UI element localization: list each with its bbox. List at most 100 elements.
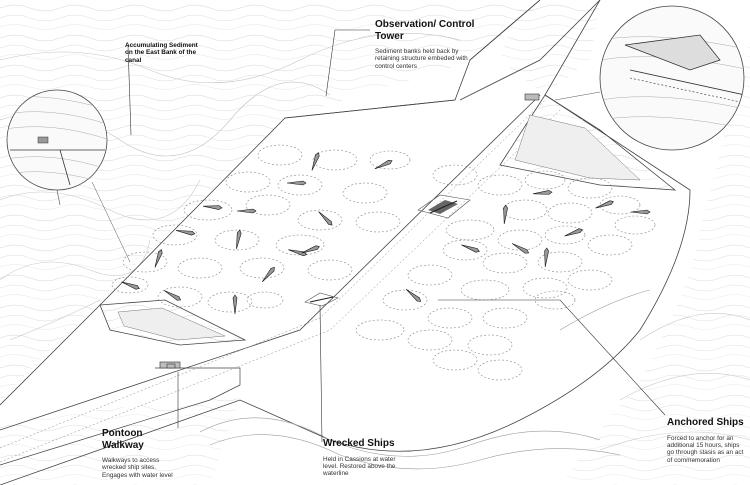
caisson-ring — [275, 234, 325, 256]
ship-icon — [261, 266, 275, 283]
pontoon-title: Pontoon Walkway — [102, 428, 144, 451]
caisson-ring — [442, 239, 488, 261]
caisson-ring — [482, 252, 528, 274]
caisson-ring — [599, 195, 641, 215]
caisson-ring — [369, 150, 411, 170]
caisson-ring — [382, 289, 428, 311]
east-bank-terrain — [500, 0, 750, 485]
ship-icon — [301, 245, 320, 254]
caisson-ring — [277, 174, 323, 196]
sediment-title: Accumulating Sediment on the East Bank o… — [125, 42, 198, 64]
caisson-ring — [547, 202, 593, 224]
caisson-ring — [239, 257, 285, 279]
ship-icon — [121, 281, 140, 290]
caisson-ring — [614, 215, 656, 235]
caisson-ring — [537, 251, 583, 273]
caisson-ring — [245, 194, 291, 216]
caisson-ring — [307, 259, 353, 281]
caisson-ring — [460, 279, 510, 301]
caisson-ring — [342, 182, 388, 204]
caisson-ring — [225, 171, 271, 193]
ship-icon — [309, 296, 334, 303]
ship-icon — [311, 152, 320, 171]
tower-label: Observation/ Control Tower Sediment bank… — [375, 19, 475, 70]
caisson-ring — [427, 307, 473, 329]
leader-lines — [127, 29, 666, 443]
caisson-ring — [183, 199, 233, 221]
caisson-ring — [111, 276, 149, 294]
caisson-ring — [407, 264, 453, 286]
caisson-ring — [567, 269, 613, 291]
caisson-ring — [207, 291, 253, 313]
ship-icon — [236, 208, 257, 214]
caisson-ring — [497, 229, 543, 251]
caisson-rings — [111, 144, 656, 381]
tower-marker — [166, 93, 540, 369]
caisson-ring — [355, 211, 401, 233]
ship-icon — [405, 288, 422, 302]
caisson-ring — [432, 164, 478, 186]
caisson-ring — [477, 174, 523, 196]
wrecked-ship-caisson-north — [417, 194, 471, 219]
ship-icon — [164, 290, 182, 301]
ship-icon — [532, 190, 553, 195]
caisson-ring — [567, 177, 613, 199]
wrecked-description: Held in Cassions at water level. Restore… — [323, 455, 396, 478]
caisson-ring — [312, 149, 358, 171]
caisson-ring — [477, 359, 523, 381]
ship-icon — [286, 180, 307, 186]
caisson-ring — [534, 290, 576, 310]
caisson-ring — [246, 291, 284, 309]
wrecked-label: Wrecked Ships Held in Cassions at water … — [323, 438, 403, 478]
caisson-ring — [355, 319, 405, 341]
caisson-ring — [177, 257, 223, 279]
ship-icon — [176, 230, 196, 236]
caisson-ring — [297, 209, 343, 231]
ship-icon — [429, 200, 458, 214]
caisson-ring — [445, 219, 495, 241]
tower-description: Sediment banks held back by retaining st… — [375, 48, 468, 70]
shoreline-lines — [199, 289, 651, 470]
caisson-ring — [524, 170, 566, 190]
wrecked-title: Wrecked Ships — [323, 438, 395, 449]
caisson-ring — [157, 286, 203, 308]
caisson-ring — [502, 199, 548, 221]
ship-icon — [288, 249, 308, 257]
caisson-ring — [544, 225, 586, 245]
ship-icon — [318, 211, 333, 226]
ship-icon — [154, 249, 163, 268]
ship-icon — [512, 243, 530, 254]
caisson-ring — [257, 144, 303, 166]
caisson-ring — [432, 349, 478, 371]
ship-icon — [232, 294, 238, 315]
ship-icon — [544, 247, 549, 268]
anchored-description: Forced to anchor for an additional 15 ho… — [667, 434, 744, 464]
wrecked-ship-caisson-south — [304, 292, 339, 307]
ship-icon — [630, 209, 651, 215]
ship-icon — [236, 229, 242, 249]
ship-icon — [461, 244, 480, 253]
caisson-ring — [122, 251, 168, 273]
caisson-ring — [482, 307, 528, 329]
sediment-label: Accumulating Sediment on the East Bank o… — [125, 42, 200, 64]
west-bank-terrain — [0, 0, 545, 485]
pontoon-description: Walkways to access wrecked ship sites. E… — [102, 457, 173, 479]
pontoon-label: Pontoon Walkway Walkways to access wreck… — [102, 428, 182, 479]
anchored-label: Anchored Ships Forced to anchor for an a… — [667, 417, 747, 464]
magnifier-inset-icon — [6, 89, 131, 263]
magnifier-inset-icon — [554, 5, 745, 151]
ship-icon — [564, 228, 583, 237]
anchored-title: Anchored Ships — [667, 417, 744, 428]
anchored-ships — [121, 152, 651, 315]
caisson-ring — [214, 229, 260, 251]
ship-icon — [202, 205, 223, 210]
ship-icon — [374, 159, 393, 170]
caisson-ring — [407, 329, 453, 351]
caisson-ring — [587, 234, 633, 256]
caisson-ring — [467, 334, 513, 356]
caisson-ring — [522, 277, 568, 299]
ship-icon — [503, 204, 508, 225]
south-island — [99, 299, 247, 346]
east-island — [499, 94, 677, 191]
